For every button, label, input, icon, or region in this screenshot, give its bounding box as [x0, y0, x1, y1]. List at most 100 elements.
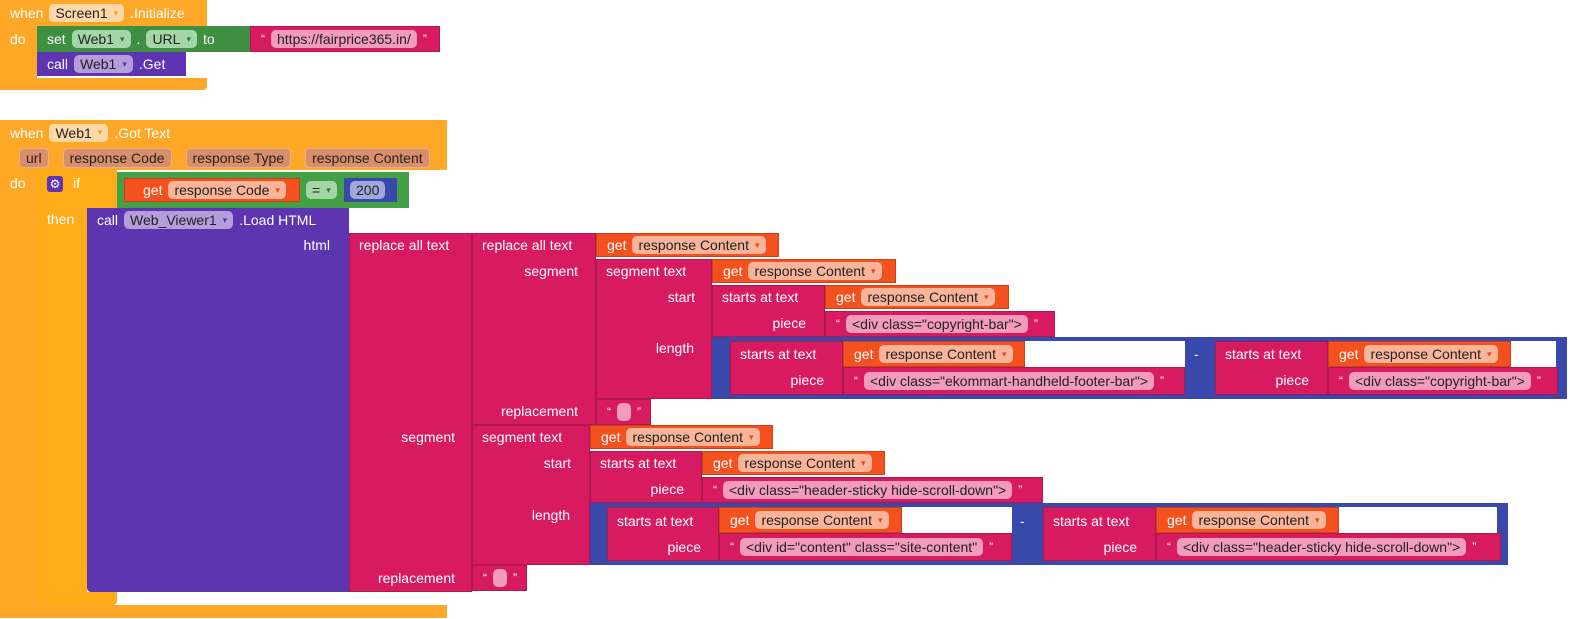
dropdown-arrow-icon: ▾ — [861, 457, 866, 468]
get-response-content-block[interactable]: get response Content ▾ — [719, 507, 902, 533]
variable-dropdown[interactable]: response Content ▾ — [632, 236, 766, 254]
variable-dropdown[interactable]: response Content▾ — [1364, 345, 1498, 363]
segment-text-label: segment text — [606, 263, 687, 279]
empty-text-block[interactable]: “ ” — [596, 399, 651, 425]
starts-at-block[interactable] — [1215, 341, 1328, 395]
variable-dropdown[interactable]: response Content ▾ — [861, 288, 995, 306]
component-dropdown[interactable]: Screen1▾ — [49, 4, 125, 22]
dropdown-value: Web1 — [80, 56, 117, 72]
get-response-content-block[interactable]: get response Content▾ — [825, 285, 1009, 309]
segment-text-block[interactable] — [472, 425, 590, 565]
segment-text-block[interactable] — [596, 259, 712, 399]
text-block[interactable]: “ <div class="header-sticky hide-scroll-… — [1156, 533, 1501, 561]
starts-at-block[interactable] — [607, 507, 719, 561]
dropdown-value: response Content — [867, 289, 978, 305]
dropdown-arrow-icon: ▾ — [871, 265, 876, 276]
variable-dropdown[interactable]: response Code▾ — [168, 181, 286, 199]
text-field[interactable]: <div class="header-sticky hide-scroll-do… — [723, 481, 1013, 499]
property-dropdown[interactable]: URL▾ — [146, 30, 197, 48]
event-block-body — [0, 120, 37, 618]
variable-dropdown[interactable]: response Content ▾ — [755, 511, 889, 529]
variable-dropdown[interactable]: response Content▾ — [879, 345, 1013, 363]
param-response-type[interactable]: response Type — [185, 148, 292, 168]
text-field[interactable]: <div class="copyright-bar"> — [846, 315, 1028, 333]
event-label: .Got Text — [114, 124, 171, 141]
variable-dropdown[interactable]: response Content▾ — [748, 262, 882, 280]
call-label: call — [97, 212, 119, 228]
starts-at-block[interactable] — [730, 341, 843, 395]
minus-operator: - — [1020, 513, 1025, 529]
text-block[interactable]: “ <div id="content" class="site-content"… — [719, 533, 1012, 561]
text-field[interactable]: <div id="content" class="site-content" — [740, 538, 984, 556]
text-block[interactable]: “ <div class="copyright-bar"> ” — [825, 311, 1055, 337]
dropdown-value: response Content — [761, 512, 872, 528]
dropdown-arrow-icon: ▾ — [275, 184, 280, 195]
replace-all-inner-block[interactable] — [472, 233, 596, 425]
dropdown-arrow-icon: ▾ — [326, 184, 331, 195]
replace-all-label: replace all text — [482, 237, 573, 253]
number-block[interactable]: 200 — [344, 178, 397, 202]
dropdown-arrow-icon: ▾ — [97, 127, 103, 137]
starts-at-label: starts at text — [740, 346, 817, 362]
param-url[interactable]: url — [19, 148, 49, 168]
get-response-content-block[interactable]: get response Content▾ — [590, 425, 773, 449]
replace-all-outer-block[interactable] — [349, 233, 472, 592]
text-field[interactable]: <div class="ekommart-handheld-footer-bar… — [864, 372, 1155, 390]
quote-open: “ — [483, 571, 487, 585]
param-response-code[interactable]: response Code — [62, 148, 172, 168]
dropdown-value: response Content — [632, 429, 743, 445]
dropdown-value: response Content — [638, 237, 749, 253]
call-load-html-block[interactable] — [87, 208, 349, 592]
variable-dropdown[interactable]: response Content▾ — [1192, 511, 1326, 529]
quote-open: “ — [836, 317, 840, 331]
component-dropdown[interactable]: Web1▾ — [71, 30, 131, 48]
text-block[interactable]: “ <div class="copyright-bar"> ” — [1328, 367, 1558, 395]
starts-at-block[interactable] — [590, 451, 702, 503]
dropdown-arrow-icon: ▾ — [878, 514, 883, 525]
quote-close: ” — [1018, 483, 1023, 497]
param-response-content[interactable]: response Content — [305, 148, 430, 168]
text-field[interactable]: <div class="header-sticky hide-scroll-do… — [1177, 538, 1467, 556]
get-response-content-block[interactable]: get response Content▾ — [702, 451, 885, 475]
get-response-content-block[interactable]: get response Content▾ — [1328, 341, 1511, 367]
dropdown-arrow-icon: ▾ — [755, 239, 760, 250]
get-label: get — [730, 512, 750, 528]
quote-open: “ — [713, 483, 717, 497]
text-field[interactable] — [617, 403, 631, 421]
dropdown-value: = — [312, 182, 321, 198]
call-web1-get-block[interactable]: call Web1▾ .Get — [37, 52, 186, 76]
number-field[interactable]: 200 — [350, 181, 386, 199]
text-block[interactable]: “ <div class="header-sticky hide-scroll-… — [702, 477, 1043, 503]
set-web1-url-block[interactable]: set Web1▾ . URL▾ to — [37, 26, 250, 52]
starts-at-block[interactable] — [1043, 507, 1156, 561]
component-dropdown[interactable]: Web1▾ — [49, 123, 109, 142]
get-response-code-block[interactable]: get response Code▾ — [124, 178, 300, 202]
get-response-content-block[interactable]: get response Content▾ — [596, 233, 779, 257]
if-label: if — [73, 175, 80, 191]
component-dropdown[interactable]: Web1▾ — [74, 55, 133, 73]
get-label: get — [854, 346, 874, 362]
text-field[interactable]: https://fairprice365.in/ — [271, 30, 417, 48]
dropdown-value: Screen1 — [55, 5, 108, 21]
empty-text-block[interactable]: “ ” — [472, 565, 527, 591]
gap — [1511, 341, 1556, 367]
get-response-content-block[interactable]: get response Content▾ — [712, 259, 896, 283]
text-field[interactable]: <div class="copyright-bar"> — [1349, 372, 1531, 390]
event-label: .Initialize — [130, 5, 185, 21]
gear-mutator-icon[interactable]: ⚙ — [47, 176, 63, 192]
text-field[interactable] — [493, 569, 507, 587]
get-response-content-block[interactable]: get response Content▾ — [1156, 507, 1339, 533]
operator-dropdown[interactable]: =▾ — [306, 181, 337, 199]
dropdown-arrow-icon: ▾ — [984, 291, 989, 302]
variable-dropdown[interactable]: response Content▾ — [738, 454, 872, 472]
variable-dropdown[interactable]: response Content▾ — [626, 428, 760, 446]
get-response-content-block[interactable]: get response Content▾ — [843, 341, 1025, 367]
component-dropdown[interactable]: Web_Viewer1▾ — [124, 211, 234, 229]
quote-open: “ — [1167, 540, 1171, 554]
starts-at-block[interactable] — [712, 285, 825, 337]
get-label: get — [1339, 346, 1359, 362]
then-label: then — [47, 211, 75, 227]
text-block-url[interactable]: “ https://fairprice365.in/ ” — [250, 26, 440, 52]
replace-all-label: replace all text — [359, 237, 450, 253]
text-block[interactable]: “ <div class="ekommart-handheld-footer-b… — [843, 367, 1185, 395]
